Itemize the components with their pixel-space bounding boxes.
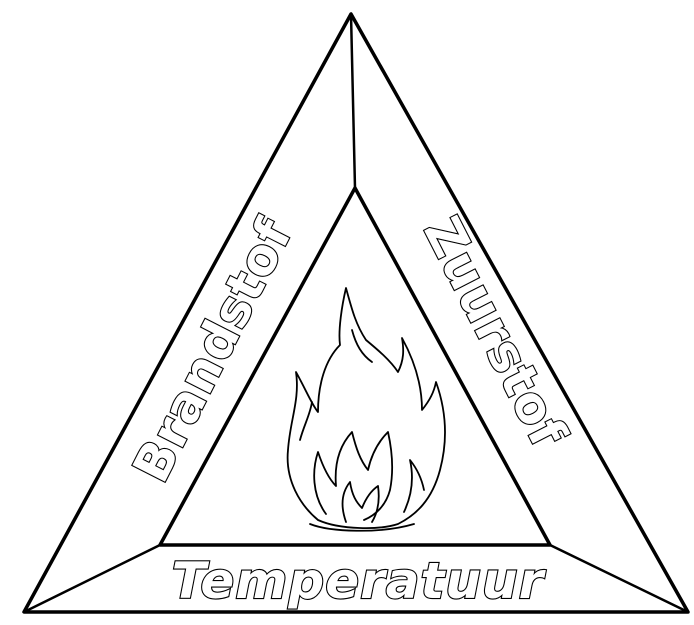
label-temperatuur: Temperatuur: [172, 552, 547, 610]
flame-icon: [288, 288, 445, 531]
label-zuurstof: Zuurstof: [413, 208, 578, 457]
outer-triangle: [24, 14, 688, 612]
bevel-line-left: [24, 545, 160, 612]
bevel-line-top: [351, 14, 355, 188]
